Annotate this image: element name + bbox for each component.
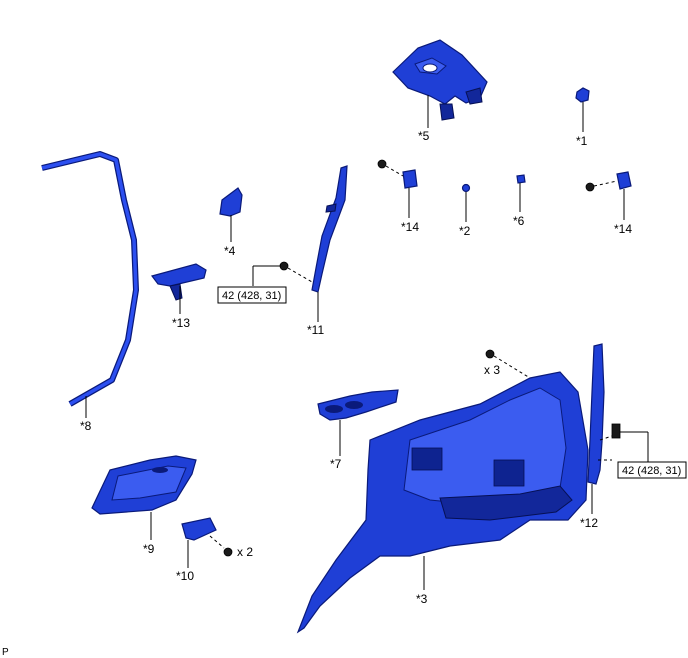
bolt-icon xyxy=(279,261,289,271)
label-10: *10 xyxy=(176,569,194,583)
part-1-clip xyxy=(575,87,590,103)
part-2-clip xyxy=(461,183,471,193)
quantity-x3: x 3 xyxy=(484,363,500,377)
label-2: *2 xyxy=(459,224,471,238)
bolt-icon xyxy=(611,423,621,439)
label-8: *8 xyxy=(80,419,92,433)
torque-callout-right: 42 (428, 31) xyxy=(611,423,687,479)
part-11-pillar-garnish xyxy=(311,165,348,293)
label-13: *13 xyxy=(172,316,190,330)
torque-value-left: 42 (428, 31) xyxy=(222,290,281,302)
part-3-quarter-trim-panel xyxy=(296,371,589,634)
part-6-clip xyxy=(516,174,526,184)
torque-value-right: 42 (428, 31) xyxy=(622,465,681,477)
corner-mark: P xyxy=(2,647,9,658)
bolt-icon xyxy=(485,349,495,359)
label-6: *6 xyxy=(513,214,525,228)
part-10-bracket xyxy=(181,517,217,541)
label-14-left: *14 xyxy=(401,220,419,234)
torque-callout-left: 42 (428, 31) xyxy=(217,265,287,304)
label-12: *12 xyxy=(580,516,598,530)
part-7-cup-holder xyxy=(317,389,399,421)
label-9: *9 xyxy=(143,542,155,556)
label-1: *1 xyxy=(576,134,588,148)
label-3: *3 xyxy=(416,592,428,606)
part-14-right-bracket xyxy=(616,171,632,190)
bolt-icon xyxy=(223,547,233,557)
part-4-trim xyxy=(219,187,243,217)
label-4: *4 xyxy=(224,244,236,258)
part-12-pillar-trim xyxy=(587,343,605,485)
bolt-icon xyxy=(377,159,387,169)
part-8-weatherstrip xyxy=(41,151,139,407)
bolt-icon xyxy=(585,182,595,192)
label-7: *7 xyxy=(330,457,342,471)
label-11: *11 xyxy=(307,323,324,337)
label-5: *5 xyxy=(418,129,430,143)
quantity-x2: x 2 xyxy=(237,545,253,559)
part-9-deck-trim xyxy=(91,455,197,515)
part-5-upper-panel xyxy=(392,39,488,121)
part-14-left-bracket xyxy=(402,169,418,189)
part-13-bracket xyxy=(150,263,207,301)
label-14-right: *14 xyxy=(614,222,632,236)
